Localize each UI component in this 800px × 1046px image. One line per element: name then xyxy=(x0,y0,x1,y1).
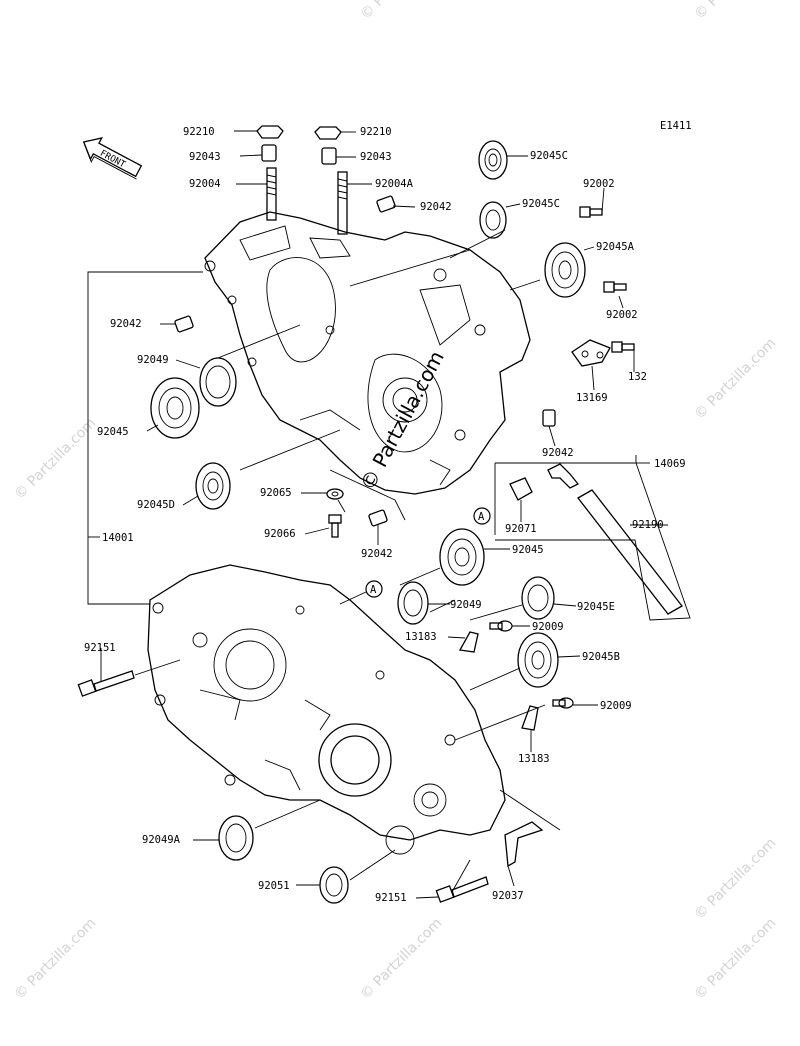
callout-letter: A xyxy=(478,511,485,523)
watermark: © Partzilla.com xyxy=(12,915,100,1003)
dowel-pin xyxy=(174,315,194,333)
stud xyxy=(266,167,277,221)
part-label: 92043 xyxy=(189,151,221,163)
seal-92051 xyxy=(319,866,349,904)
part-label: 92049 xyxy=(450,599,482,611)
bolt-92009 xyxy=(552,697,574,709)
watermark: © Partzilla.com xyxy=(692,835,780,923)
part-label: 92045A xyxy=(596,241,635,253)
bearing-92045 xyxy=(150,377,200,439)
nut xyxy=(256,125,284,139)
fitting-92071 xyxy=(509,477,533,501)
part-label: 92037 xyxy=(492,890,524,902)
collar xyxy=(321,147,337,165)
part-label: 92045B xyxy=(582,651,620,663)
part-labels: 92210 92043 92004 92210 92043 92004A 920… xyxy=(84,126,686,904)
part-label: 92051 xyxy=(258,880,290,892)
lower-crankcase-half xyxy=(147,564,506,855)
part-label: 92045 xyxy=(512,544,544,556)
washer-92065 xyxy=(326,488,344,500)
part-label: 92151 xyxy=(84,642,116,654)
part-label: 92004 xyxy=(189,178,221,190)
part-label: 92066 xyxy=(264,528,296,540)
watermark: © Partzilla.com xyxy=(692,915,780,1003)
seal-92049a xyxy=(218,815,254,861)
nut xyxy=(314,126,342,140)
dowel-pin xyxy=(368,509,388,527)
bolt-92002 xyxy=(603,281,627,293)
bolt-92002 xyxy=(579,206,603,218)
front-label: FRONT xyxy=(98,149,127,171)
bearing-92045b xyxy=(517,632,559,688)
bearing-92045-mid xyxy=(439,528,485,586)
watermark: © Partzilla.com xyxy=(358,0,446,23)
seal-92049 xyxy=(199,357,237,407)
part-label: 92049 xyxy=(137,354,169,366)
part-label: 92065 xyxy=(260,487,292,499)
part-label: 132 xyxy=(628,371,647,383)
bearing-92045d xyxy=(195,462,231,510)
part-label: 92045 xyxy=(97,426,129,438)
bracket-13183 xyxy=(521,705,539,731)
part-label: 92042 xyxy=(420,201,452,213)
part-label: 92045D xyxy=(137,499,175,511)
part-label: 92002 xyxy=(606,309,638,321)
seal-92049-lower xyxy=(397,581,429,625)
bearing-92045c xyxy=(479,201,507,239)
part-label: 92045C xyxy=(530,150,568,162)
watermark-center: © Partzilla.com xyxy=(355,347,449,495)
part-label: 92210 xyxy=(183,126,215,138)
upper-crankcase-half xyxy=(204,211,531,495)
part-label: 92045C xyxy=(522,198,560,210)
part-label: 92043 xyxy=(360,151,392,163)
bracket-13169 xyxy=(571,339,611,367)
hose-92190 xyxy=(577,489,683,615)
front-arrow-icon: FRONT xyxy=(82,137,143,180)
bolt-132 xyxy=(611,341,635,353)
callout-letter: A xyxy=(370,584,377,596)
part-label: 92042 xyxy=(110,318,142,330)
watermark: © Partzilla.com xyxy=(12,415,100,503)
bolt-92151 xyxy=(435,876,489,903)
diagram-code: E1411 xyxy=(660,120,692,132)
part-label: 92045E xyxy=(577,601,615,613)
part-label: 92009 xyxy=(600,700,632,712)
part-label: 92004A xyxy=(375,178,414,190)
dowel-pin xyxy=(542,409,556,427)
bearing-92045c-top xyxy=(478,140,508,180)
dowel-pin xyxy=(376,195,396,213)
part-label: 14069 xyxy=(654,458,686,470)
watermark: © Partzilla.com xyxy=(692,335,780,423)
clip-92037 xyxy=(504,821,544,868)
watermark: © Partzilla.com xyxy=(692,0,780,23)
bracket-13183 xyxy=(458,631,479,653)
collar xyxy=(261,144,277,162)
callout-a: A xyxy=(473,507,491,525)
bolt-92151 xyxy=(77,670,135,697)
part-label: 92071 xyxy=(505,523,537,535)
part-label: 13169 xyxy=(576,392,608,404)
part-label: 92009 xyxy=(532,621,564,633)
part-label: 92049A xyxy=(142,834,181,846)
bearing-92045e xyxy=(521,576,555,620)
part-label: 92151 xyxy=(375,892,407,904)
part-label: 13183 xyxy=(405,631,437,643)
leaders xyxy=(87,130,691,899)
part-label: 13183 xyxy=(518,753,550,765)
bolt-92009 xyxy=(489,620,513,632)
watermark: © Partzilla.com xyxy=(358,915,446,1003)
part-label: 14001 xyxy=(102,532,134,544)
stud xyxy=(337,171,348,235)
part-label: 92210 xyxy=(360,126,392,138)
part-label: 92002 xyxy=(583,178,615,190)
part-label: 92042 xyxy=(361,548,393,560)
part-label: 92042 xyxy=(542,447,574,459)
bearing-92045a xyxy=(544,242,586,298)
plug-92066 xyxy=(328,514,342,538)
part-label: 92190 xyxy=(632,519,664,531)
callout-a: A xyxy=(365,580,383,598)
elbow-fitting xyxy=(547,463,580,489)
